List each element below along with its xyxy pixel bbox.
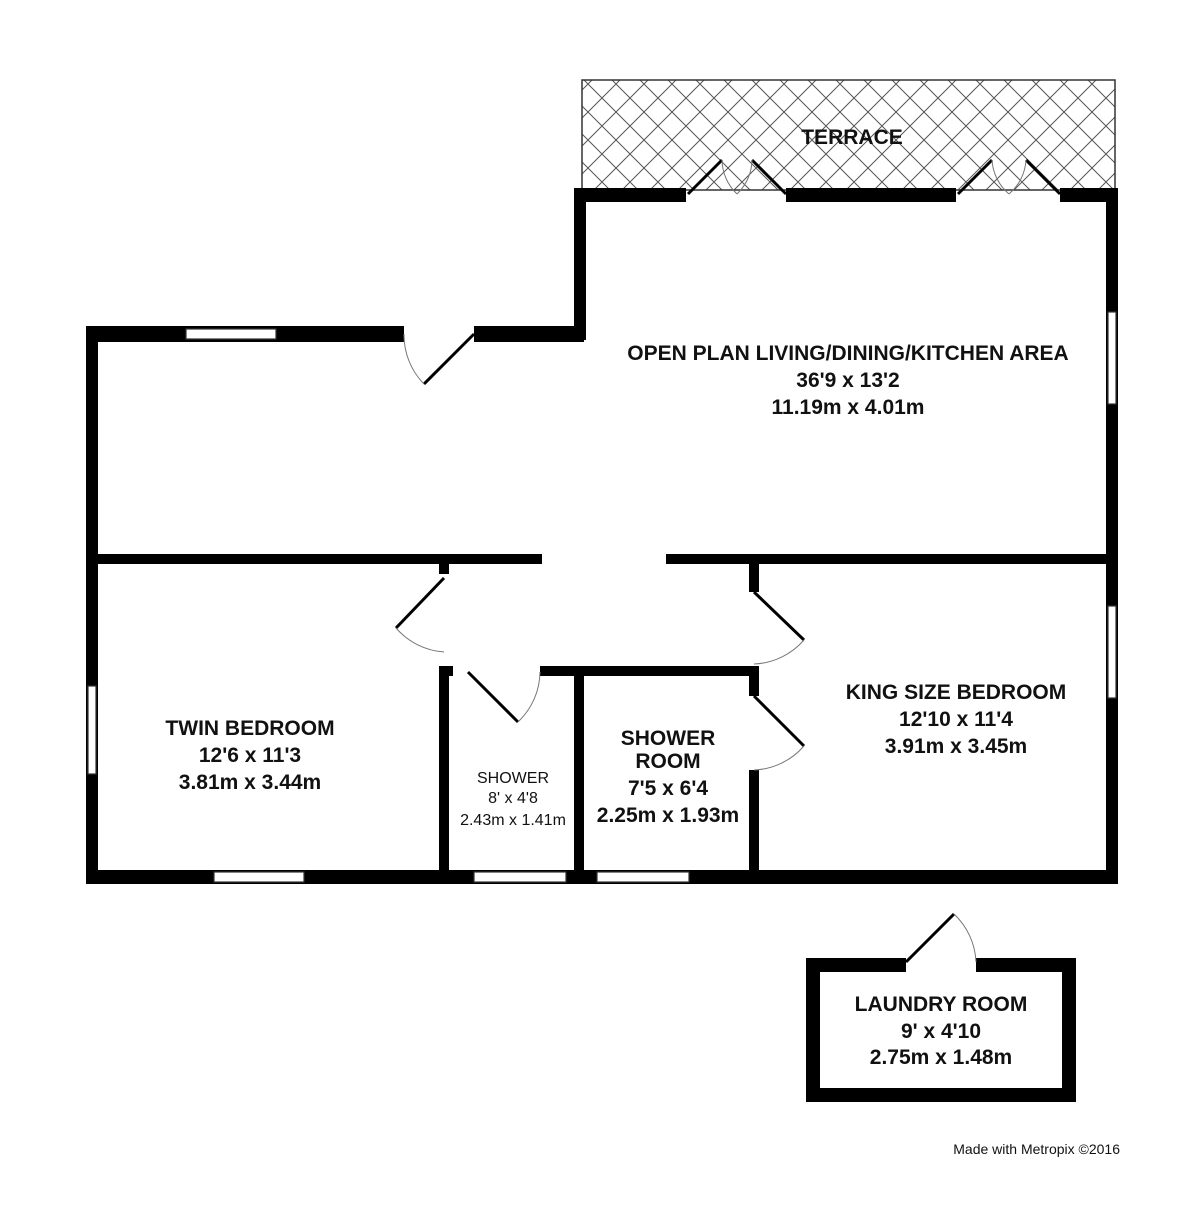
living-area-label: OPEN PLAN LIVING/DINING/KITCHEN AREA 36'… [627,342,1068,419]
room-size-metric: 3.81m x 3.44m [179,771,321,794]
room-size-imperial: 9' x 4'10 [901,1020,981,1043]
room-name: KING SIZE BEDROOM [846,681,1067,704]
credit-text: Made with Metropix ©2016 [953,1141,1120,1157]
room-name-line2: ROOM [635,750,700,773]
room-size-metric: 2.25m x 1.93m [597,804,739,827]
room-size-imperial: 12'10 x 11'4 [899,708,1013,731]
room-size-metric: 2.75m x 1.48m [870,1046,1012,1069]
room-name: TWIN BEDROOM [165,717,334,740]
terrace-label: TERRACE [801,126,903,149]
king-bedroom-label: KING SIZE BEDROOM 12'10 x 11'4 3.91m x 3… [846,681,1067,758]
shower-room-label: SHOWER ROOM 7'5 x 6'4 2.25m x 1.93m [597,727,739,827]
room-size-imperial: 36'9 x 13'2 [796,369,899,392]
room-size-imperial: 12'6 x 11'3 [199,744,301,767]
room-size-metric: 3.91m x 3.45m [885,735,1027,758]
room-name: OPEN PLAN LIVING/DINING/KITCHEN AREA [627,342,1068,365]
room-size-metric: 11.19m x 4.01m [772,396,925,419]
shower-label: SHOWER 8' x 4'8 2.43m x 1.41m [460,770,566,829]
room-size-metric: 2.43m x 1.41m [460,812,566,829]
room-name-line1: SHOWER [621,727,716,750]
room-name: LAUNDRY ROOM [855,993,1028,1016]
room-name: SHOWER [477,770,549,787]
doors [394,158,1062,771]
room-size-imperial: 7'5 x 6'4 [628,777,708,800]
room-size-imperial: 8' x 4'8 [488,790,538,807]
windows [87,311,1117,883]
laundry-room [806,912,1076,1102]
laundry-room-label: LAUNDRY ROOM 9' x 4'10 2.75m x 1.48m [855,993,1028,1069]
interior-walls [86,554,1118,876]
twin-bedroom-label: TWIN BEDROOM 12'6 x 11'3 3.81m x 3.44m [165,717,334,794]
terrace [581,79,1116,191]
